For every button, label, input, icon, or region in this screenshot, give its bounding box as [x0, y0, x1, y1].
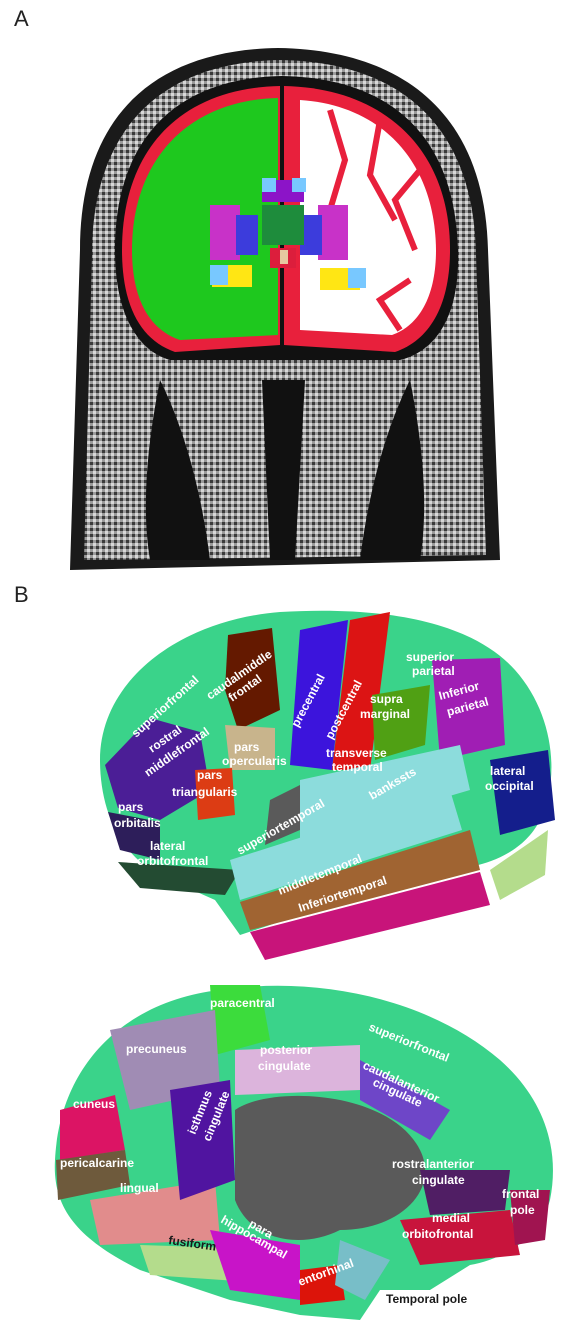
thalamus [262, 205, 304, 245]
right-putamen [318, 205, 348, 260]
right-amygdala [348, 268, 366, 288]
right-ventricle [292, 178, 306, 192]
left-amygdala [210, 265, 228, 285]
left-putamen [210, 205, 240, 260]
left-ventricle [262, 178, 276, 192]
third-ventricle [280, 250, 288, 264]
left-pallidum [236, 215, 258, 255]
